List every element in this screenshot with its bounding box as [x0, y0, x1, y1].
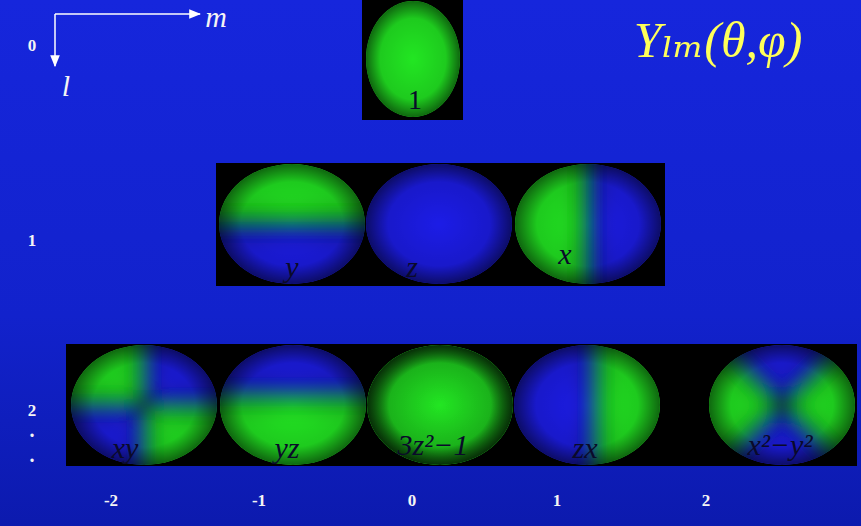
axis-label: m — [205, 2, 227, 32]
harmonic-sphere — [353, 0, 473, 129]
harmonic-label: zx — [573, 433, 598, 463]
ellipsis-dot: . — [30, 420, 35, 440]
harmonic-sphere — [672, 295, 861, 515]
harmonic-label: z — [406, 252, 418, 282]
harmonic-circle: yz — [220, 345, 366, 465]
ellipsis-dot: . — [30, 445, 35, 465]
harmonic-label: 3z²−1 — [398, 430, 469, 460]
harmonic-sphere — [477, 305, 697, 505]
harmonic-circle: 3z²−1 — [367, 345, 513, 465]
harmonic-circle: zx — [514, 345, 660, 465]
formula-title: Yₗₘ(θ,φ) — [634, 15, 803, 65]
harmonic-circle: xy — [71, 345, 217, 465]
column-index: 0 — [408, 492, 417, 509]
row-index: 1 — [28, 232, 37, 249]
column-index: 1 — [553, 492, 562, 509]
row-panel — [216, 163, 665, 286]
column-index: -1 — [252, 492, 266, 509]
harmonic-label: y — [285, 252, 298, 282]
harmonic-circle: z — [366, 164, 512, 284]
axis-arrows — [55, 14, 200, 66]
row-index: 0 — [28, 37, 37, 54]
harmonic-sphere — [478, 124, 698, 324]
harmonic-circle: 1 — [366, 1, 460, 117]
row-panel — [66, 344, 857, 466]
harmonic-label: yz — [275, 433, 300, 463]
row-index: 2 — [28, 402, 37, 419]
harmonic-circle: x — [515, 164, 661, 284]
row-panel — [362, 0, 463, 120]
harmonic-label: xy — [112, 433, 139, 463]
harmonic-circle: x²−y² — [709, 345, 855, 465]
harmonic-label: x²−y² — [748, 430, 813, 460]
harmonic-label: 1 — [408, 86, 422, 114]
harmonic-circle: y — [219, 164, 365, 284]
harmonic-label: x — [558, 239, 571, 269]
axis-label: l — [62, 71, 70, 101]
column-index: 2 — [702, 492, 711, 509]
column-index: -2 — [104, 492, 118, 509]
